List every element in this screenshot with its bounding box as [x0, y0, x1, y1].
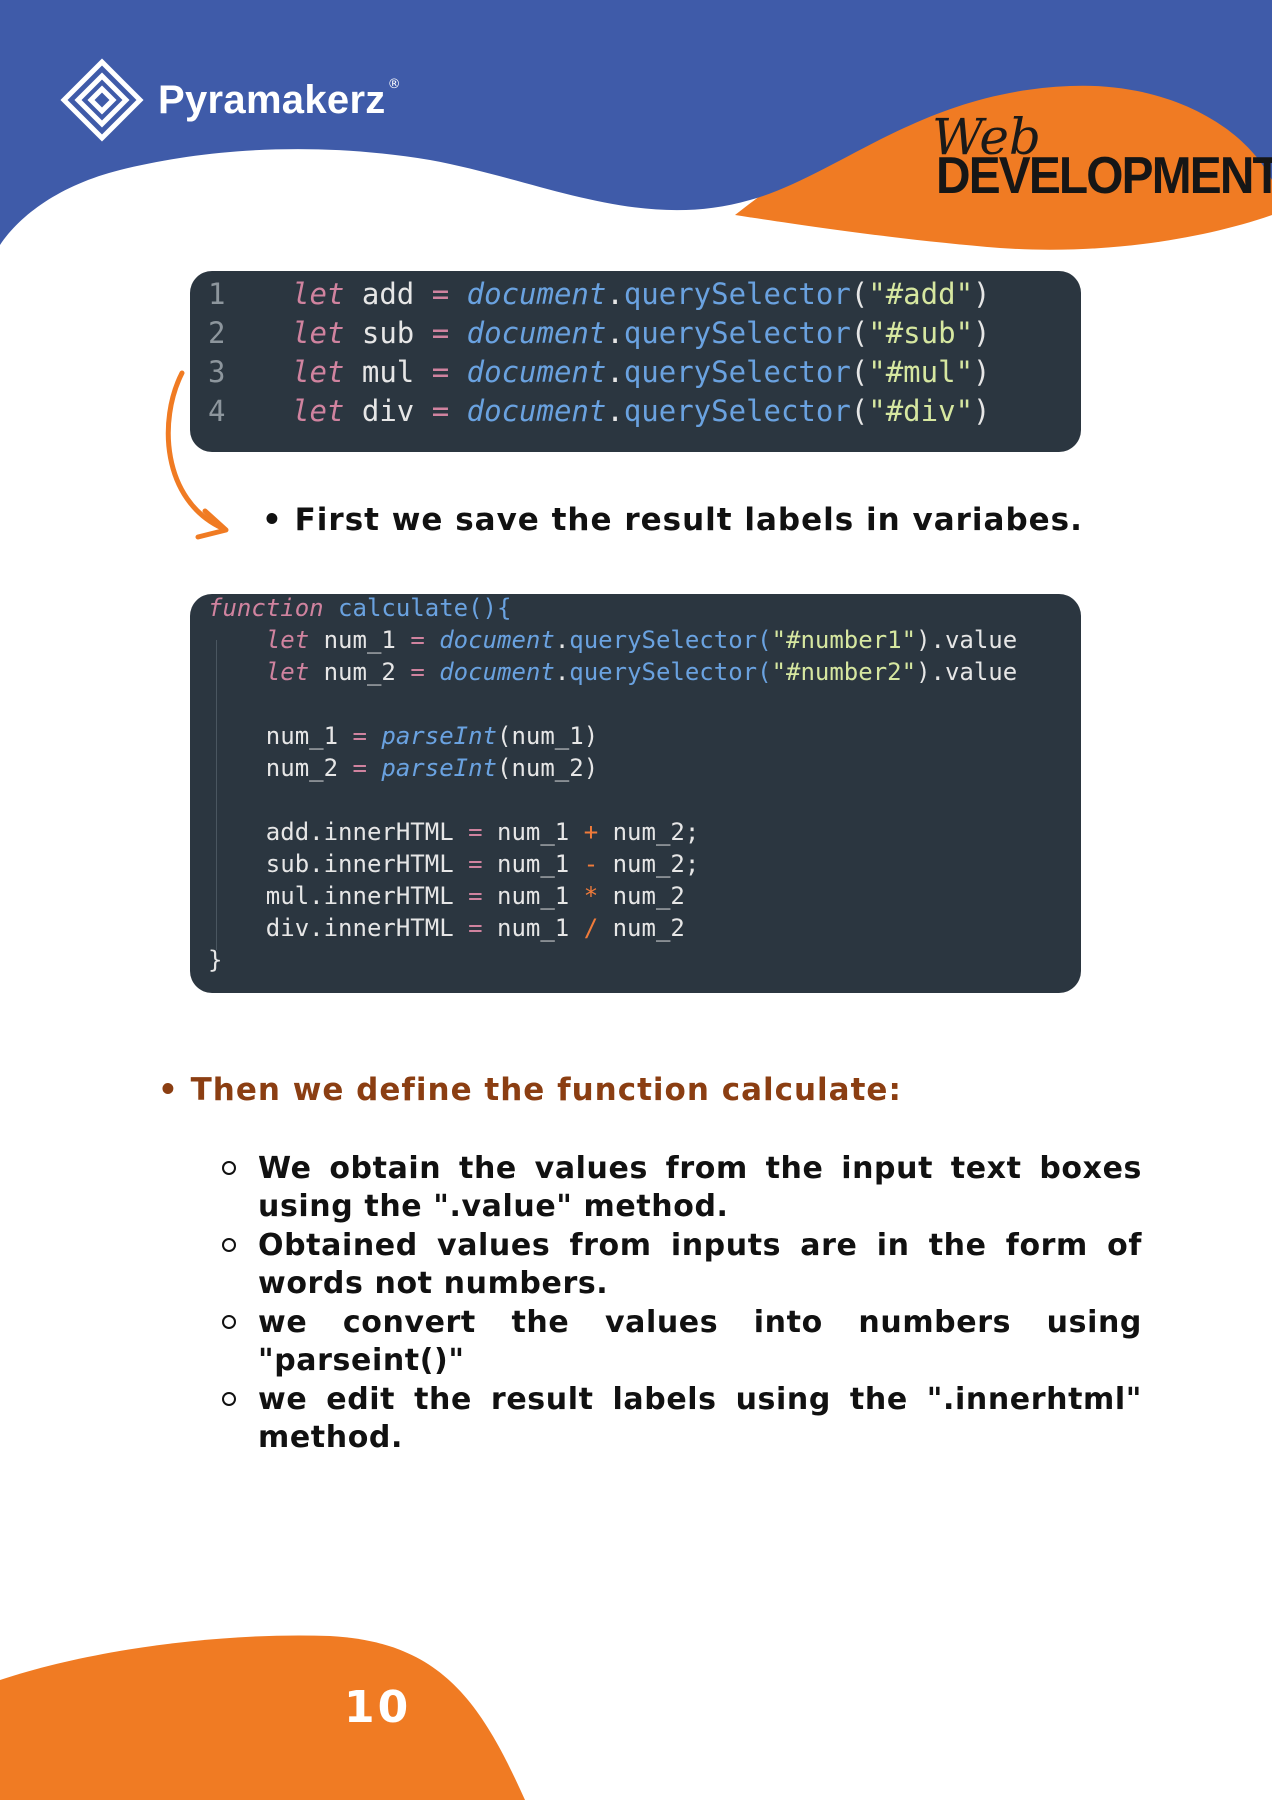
code-string: "#mul"	[868, 355, 974, 389]
pyramakerz-logo-icon	[60, 58, 144, 142]
code-variable: div	[361, 394, 415, 428]
circle-bullet-icon	[222, 1392, 236, 1406]
code-line: let num_1 = document.querySelector("#num…	[265, 626, 1018, 654]
code-line: let num_2 = document.querySelector("#num…	[265, 658, 1018, 686]
code-line: sub.innerHTML = num_1 - num_2;	[265, 850, 700, 878]
header-title-word: DEVELOPMENT	[936, 147, 1272, 205]
line-number: 2	[208, 316, 226, 350]
code-object: document	[466, 316, 607, 350]
sub-bullet: we convert the values into numbers using…	[222, 1304, 1142, 1380]
code-keyword: let	[292, 355, 345, 389]
circle-bullet-icon	[222, 1238, 236, 1252]
bullet-first: • First we save the result labels in var…	[262, 502, 1083, 538]
line-number: 4	[208, 394, 226, 428]
bullet-second: • Then we define the function calculate:	[158, 1072, 902, 1108]
code-line: }	[208, 946, 223, 974]
code-keyword: let	[292, 316, 345, 350]
page-number: 10	[344, 1682, 412, 1733]
code-line: num_1 = parseInt(num_1)	[265, 722, 599, 750]
brand-name: Pyramakerz	[158, 77, 386, 122]
sub-bullet: Obtained values from inputs are in the f…	[222, 1227, 1142, 1303]
code-line: function calculate(){	[208, 594, 511, 622]
code-object: document	[466, 394, 607, 428]
code-line: mul.innerHTML = num_1 * num_2	[265, 882, 685, 910]
bullet-second-text: Then we define the function calculate:	[190, 1072, 902, 1108]
arrow-head	[195, 508, 229, 540]
code-method: querySelector	[623, 355, 851, 389]
code-object: document	[466, 277, 607, 311]
header-blue-wave	[0, 0, 1272, 245]
code-function-name: calculate(){	[338, 594, 512, 622]
sub-bullet: We obtain the values from the input text…	[222, 1150, 1142, 1226]
line-number: 1	[208, 277, 226, 311]
header-orange-wave	[735, 74, 1272, 250]
code-keyword: let	[292, 277, 345, 311]
indent-guide	[216, 640, 217, 950]
circle-bullet-icon	[222, 1161, 236, 1175]
code-variable: sub	[361, 316, 415, 350]
sub-bullet: we edit the result labels using the ".in…	[222, 1381, 1142, 1457]
footer-orange-wave	[0, 1635, 525, 1800]
curved-arrow	[165, 370, 225, 531]
code-variable: mul	[361, 355, 415, 389]
code-line: num_2 = parseInt(num_2)	[265, 754, 599, 782]
code-block-function: function calculate(){ let num_1 = docume…	[190, 594, 1081, 993]
code-object: document	[466, 355, 607, 389]
code-line: add.innerHTML = num_1 + num_2;	[265, 818, 700, 846]
code-variable: add	[361, 277, 415, 311]
code-string: "#div"	[868, 394, 974, 428]
code-string: "#add"	[868, 277, 974, 311]
code-method: querySelector	[623, 394, 851, 428]
registered-mark: ®	[387, 76, 401, 92]
bullet-first-text: First we save the result labels in varia…	[294, 502, 1083, 538]
code-keyword: let	[292, 394, 345, 428]
header-script-word: Web	[932, 108, 1041, 166]
code-keyword: function	[208, 594, 324, 622]
code-string: "#sub"	[868, 316, 974, 350]
code-method: querySelector	[623, 277, 851, 311]
code-method: querySelector	[623, 316, 851, 350]
line-number: 3	[208, 355, 226, 389]
code-line: div.innerHTML = num_1 / num_2	[265, 914, 685, 942]
brand: Pyramakerz ®	[60, 58, 401, 142]
circle-bullet-icon	[222, 1315, 236, 1329]
